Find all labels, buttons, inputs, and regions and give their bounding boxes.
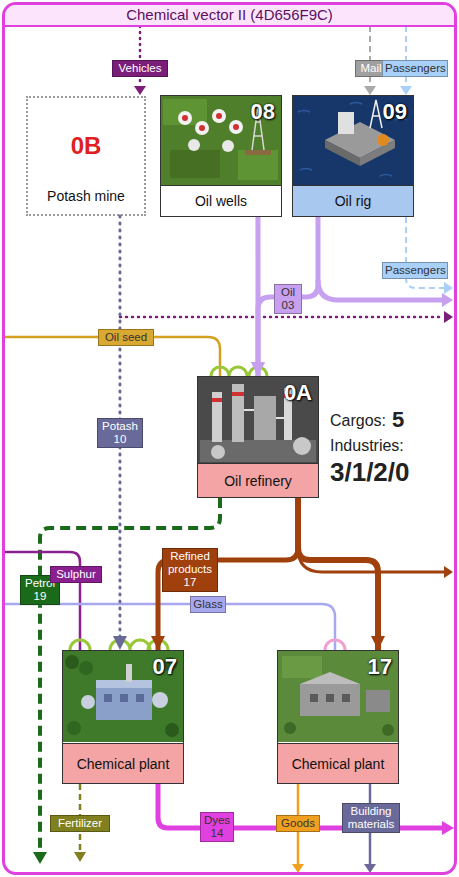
industry-name: Oil wells (161, 185, 281, 216)
glass-flow (3, 604, 335, 650)
arrow-head (292, 864, 304, 873)
industry-box: 0A Oil refinery (197, 376, 319, 498)
cargo-label: Vehicles (112, 60, 168, 77)
cargo-label: Sulphur (50, 566, 102, 583)
stats-text: Industries: (330, 437, 404, 455)
arrow-head (442, 293, 453, 307)
chemical-plant-illustration (62, 650, 184, 742)
arrow-head (33, 852, 47, 864)
arrow-head (74, 852, 86, 862)
flow-connector (258, 217, 318, 376)
industry-id: 0A (284, 380, 312, 406)
cargo-label: Passengers (382, 60, 448, 77)
chemical-plant-illustration (277, 650, 399, 742)
industry-box: 17Chemical plant (277, 650, 399, 784)
industry-id: 17 (368, 654, 392, 680)
arrow-head (134, 86, 146, 95)
refined-products-flow (298, 548, 444, 572)
industry-name: Oil rig (293, 185, 413, 216)
oil-flow (318, 280, 442, 300)
input-arch (211, 367, 267, 376)
cargo-label: Dyes 14 (200, 812, 234, 842)
arrow-head (444, 311, 453, 323)
flow-connector (158, 498, 298, 650)
industry-name: Potash mine (28, 188, 144, 204)
industry-box: 07Chemical plant (62, 650, 184, 784)
industry-id: 08 (251, 99, 275, 125)
industry-id: 0B (28, 132, 144, 160)
cargo-label: Oil 03 (274, 284, 302, 314)
cargo-label: Oil seed (98, 329, 154, 346)
input-arch (325, 640, 345, 650)
stats-text: Cargos: (330, 412, 386, 430)
flow-connector (298, 498, 378, 650)
arrow-head (444, 566, 453, 578)
cargo-label: Passengers (382, 262, 448, 279)
industry-box: 0B Potash mine (26, 96, 146, 216)
input-arch (70, 640, 168, 650)
diagram-title: Chemical vector II (4D656F9C) (5, 5, 454, 27)
industry-name: Chemical plant (278, 743, 398, 783)
arrow-head (444, 282, 453, 294)
cargo-label: Fertilizer (50, 815, 110, 832)
vehicles-flow (120, 316, 444, 319)
arrow-head (364, 864, 376, 873)
arrow-head (442, 821, 454, 835)
industry-id: 07 (153, 654, 177, 680)
cargo-label: Potash 10 (97, 418, 143, 448)
flow-connector (255, 217, 260, 376)
arrow-head (400, 86, 412, 95)
industry-box: 08Oil wells (160, 95, 282, 217)
cargo-label: Glass (190, 596, 226, 613)
industry-name: Oil refinery (198, 463, 318, 497)
stats-value: 3/1/2/0 (330, 457, 410, 488)
oil-wells-illustration (160, 95, 282, 186)
industry-box: 09Oil rig (292, 95, 414, 217)
arrow-head (364, 86, 376, 95)
industry-id: 09 (383, 99, 407, 125)
industry-name: Chemical plant (63, 743, 183, 783)
refinery-illustration (197, 376, 319, 464)
cargo-label: Building materials (342, 803, 400, 833)
oil-rig-illustration (292, 95, 414, 186)
stats-value: 5 (392, 407, 404, 433)
cargo-label: Refined products 17 (162, 548, 218, 592)
cargo-label: Goods (276, 815, 320, 832)
